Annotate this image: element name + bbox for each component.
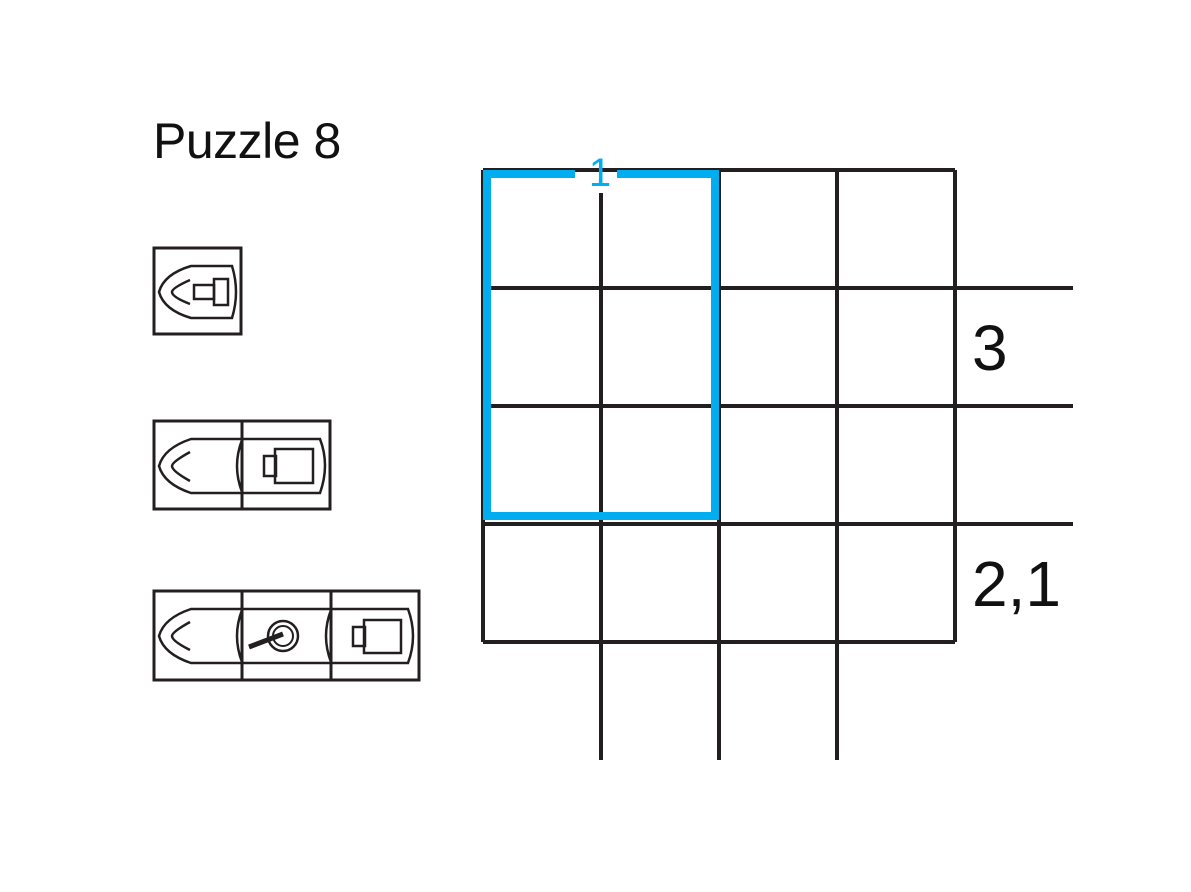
fleet-legend: [152, 246, 421, 682]
grid-cell-r3-c3[interactable]: [721, 408, 835, 522]
ship-size-1-icon: [152, 246, 243, 336]
grid-cell-r4-c3[interactable]: [721, 526, 835, 640]
grid-cell-r1-c4[interactable]: [839, 172, 953, 286]
grid-cell-r2-c3[interactable]: [721, 290, 835, 404]
ship-size-2-icon: [152, 419, 332, 511]
grid-cell-r2-c1[interactable]: [485, 290, 599, 404]
grid-cell-r2-c2[interactable]: [603, 290, 717, 404]
row-clue-2-1: 2,1: [972, 548, 1061, 620]
grid-cell-r4-c1[interactable]: [485, 526, 599, 640]
grid-cell-r4-c4[interactable]: [839, 526, 953, 640]
grid-cell-r3-c4[interactable]: [839, 408, 953, 522]
grid-cell-r1-c3[interactable]: [721, 172, 835, 286]
grid-cell-r2-c4[interactable]: [839, 290, 953, 404]
highlight-region: [483, 170, 719, 520]
puzzle-title: Puzzle 8: [153, 113, 341, 169]
region-clue: 1: [589, 151, 611, 195]
grid-cell-r1-c2[interactable]: [603, 172, 717, 286]
grid-cell-r4-c2[interactable]: [603, 526, 717, 640]
grid-cell-r1-c1[interactable]: [485, 172, 599, 286]
ship-size-3-icon: [152, 589, 421, 682]
grid-cell-r3-c2[interactable]: [603, 408, 717, 522]
grid-cell-r3-c1[interactable]: [485, 408, 599, 522]
row-clue-3: 3: [972, 312, 1008, 384]
